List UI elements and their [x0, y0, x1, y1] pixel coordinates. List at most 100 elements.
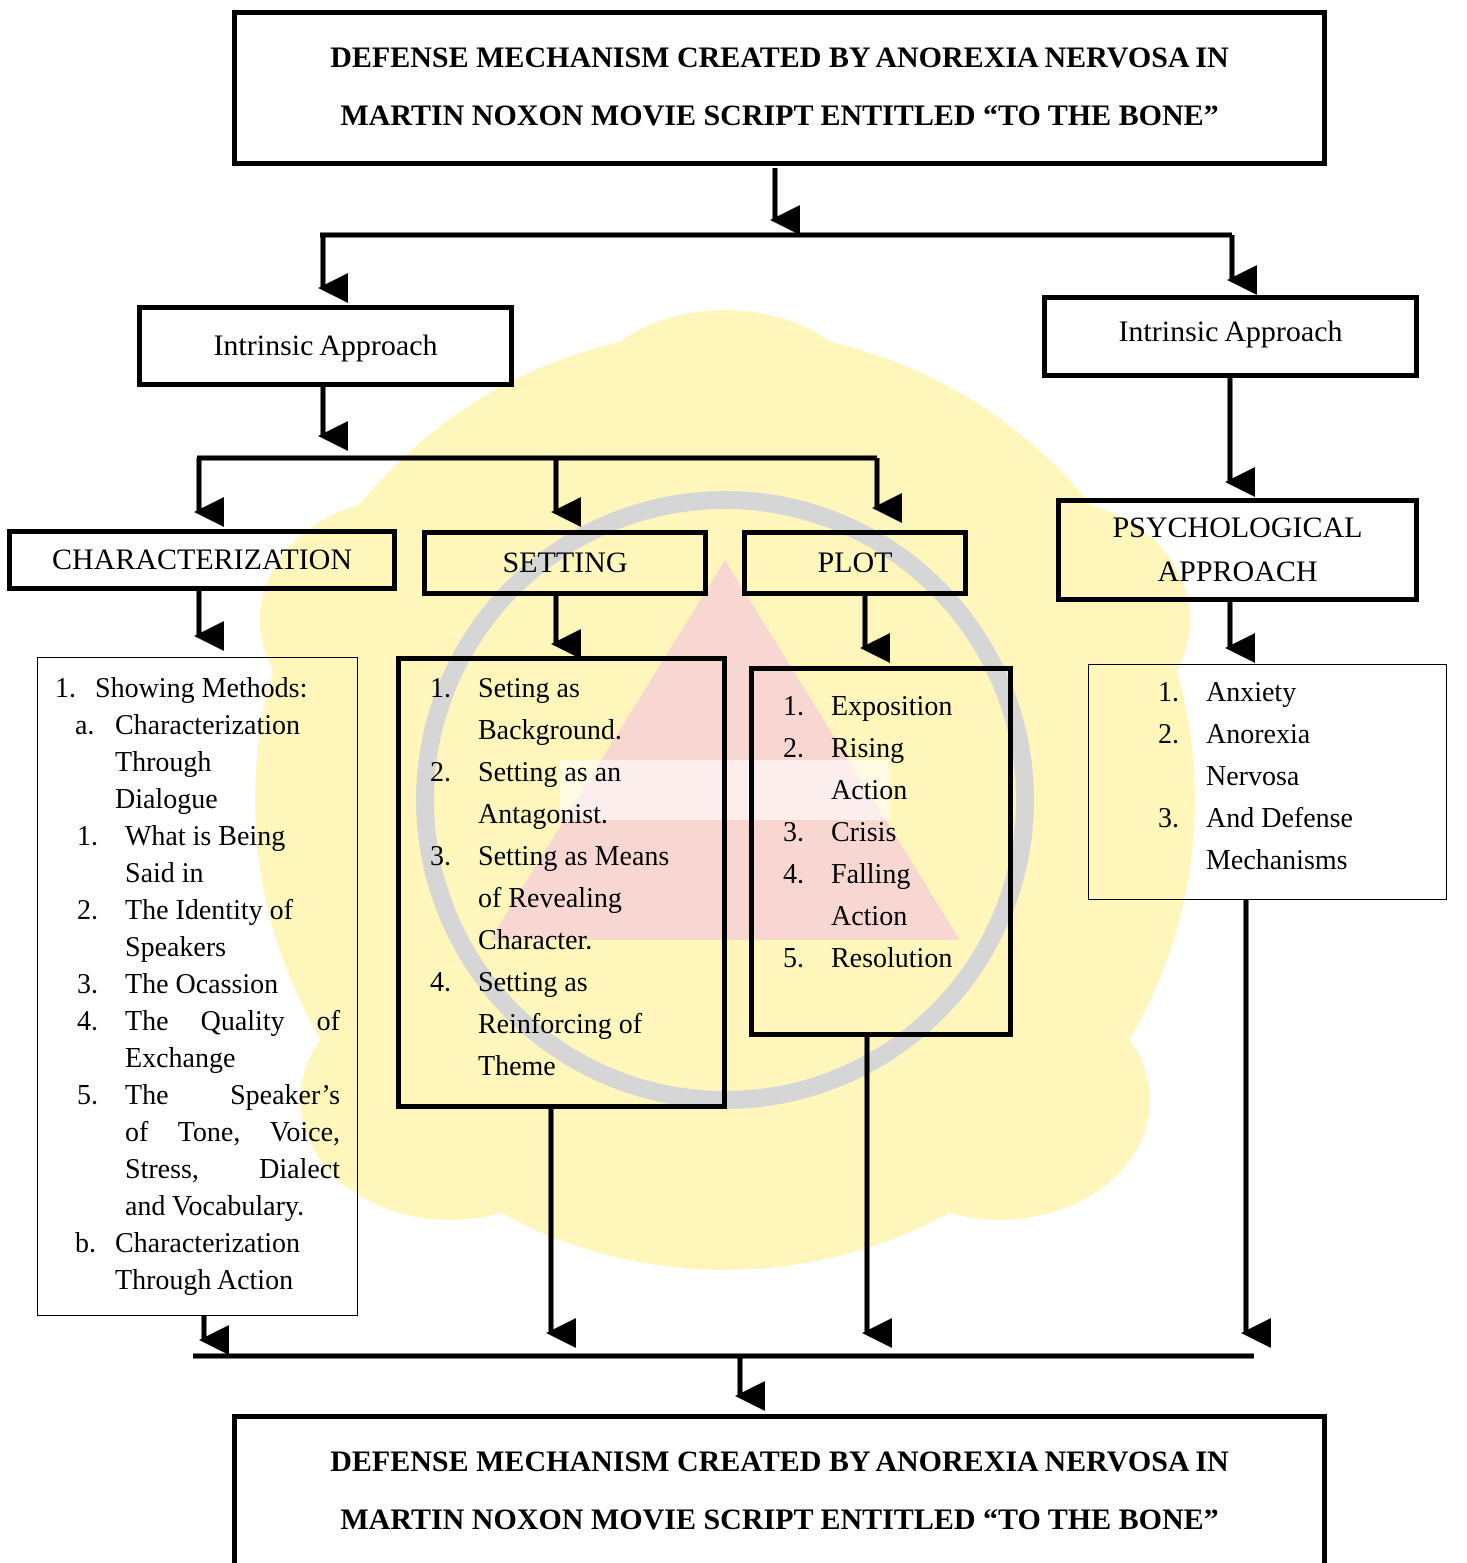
list-number: 3. [77, 969, 98, 1000]
list-line: And Defense [1206, 803, 1353, 834]
list-number: 2. [77, 895, 98, 926]
list-item: 3. The Ocassion [55, 966, 340, 1003]
list-number: 5. [77, 1080, 98, 1111]
list-item: 1. Anxiety [1158, 672, 1438, 714]
list-item: 3. Setting as Means of Revealing Charact… [430, 836, 715, 962]
list-line: Character. [478, 925, 593, 956]
list-item: 2. Anorexia Nervosa [1158, 714, 1438, 798]
psychological-list-box [1088, 664, 1447, 900]
list-line: Stress, Dialect [125, 1154, 340, 1185]
setting-list: 1. Seting as Background. 2. Setting as a… [430, 668, 715, 1088]
list-item: 2. The Identity of Speakers [55, 892, 340, 966]
list-line: Falling [831, 859, 911, 890]
list-line: Exposition [831, 691, 953, 722]
list-line: Setting as [478, 967, 588, 998]
list-line: Through [115, 747, 212, 778]
plot-label: PLOT [817, 546, 893, 579]
setting-label: SETTING [502, 546, 628, 579]
characterization-list-box [37, 657, 358, 1316]
top-title-box: DEFENSE MECHANISM CREATED BY ANOREXIA NE… [232, 10, 1327, 166]
list-line: Action [831, 775, 908, 806]
list-line: Dialogue [115, 784, 218, 815]
list-item: 2. Setting as an Antagonist. [430, 752, 715, 836]
list-item: b. Characterization Through Action [55, 1225, 340, 1299]
list-item: 5. The Speaker’s of Tone, Voice, Stress,… [55, 1077, 340, 1225]
list-line: of Revealing [478, 883, 622, 914]
list-line: Seting as [478, 673, 580, 704]
list-number: 3. [783, 817, 804, 848]
list-line: Rising [831, 733, 905, 764]
intrinsic-approach-left-box: Intrinsic Approach [137, 305, 514, 387]
list-line: Reinforcing of [478, 1009, 643, 1040]
list-item: a. Characterization Through Dialogue [55, 707, 340, 818]
list-line: The Identity of [125, 895, 293, 926]
list-line: Anorexia [1206, 719, 1311, 750]
list-number: 2. [1158, 719, 1179, 750]
plot-box: PLOT [742, 530, 968, 596]
list-line: Setting as an [478, 757, 622, 788]
list-line: Theme [478, 1051, 556, 1082]
list-item: 4. Setting as Reinforcing of Theme [430, 962, 715, 1088]
list-number: 4. [430, 967, 451, 998]
showing-methods-heading: Showing Methods: [95, 673, 308, 704]
list-line: Action [831, 901, 908, 932]
list-item: 3. Crisis [783, 812, 1008, 854]
characterization-label: CHARACTERIZATION [52, 543, 352, 576]
characterization-list: 1. Showing Methods: a. Characterization … [55, 670, 340, 1299]
intrinsic-approach-left-label: Intrinsic Approach [213, 329, 438, 362]
list-item: 1. What is Being Said in [55, 818, 340, 892]
psychological-list: 1. Anxiety 2. Anorexia Nervosa 3. And De… [1158, 672, 1438, 882]
list-item: 3. And Defense Mechanisms [1158, 798, 1438, 882]
list-line: and Vocabulary. [125, 1191, 305, 1222]
list-marker: b. [75, 1228, 96, 1259]
list-line: Resolution [831, 943, 953, 974]
intrinsic-approach-right-label: Intrinsic Approach [1118, 315, 1343, 348]
list-item: 5. Resolution [783, 938, 1008, 980]
plot-list: 1. Exposition 2. Rising Action 3. Crisis… [783, 686, 1008, 980]
list-item: 4. The Quality of Exchange [55, 1003, 340, 1077]
list-line: Characterization [115, 710, 301, 741]
list-line: Exchange [125, 1043, 236, 1074]
list-line: What is Being [125, 821, 286, 852]
bottom-title-line-1: DEFENSE MECHANISM CREATED BY ANOREXIA NE… [330, 1445, 1229, 1478]
list-number: 2. [430, 757, 451, 788]
characterization-box: CHARACTERIZATION [7, 529, 397, 591]
list-line: The Quality of [125, 1006, 340, 1037]
list-item: 1. Seting as Background. [430, 668, 715, 752]
list-number: 4. [783, 859, 804, 890]
intrinsic-approach-right-box: Intrinsic Approach [1042, 295, 1419, 378]
list-marker: a. [75, 710, 95, 741]
bottom-title-box: DEFENSE MECHANISM CREATED BY ANOREXIA NE… [232, 1414, 1327, 1563]
list-line: Crisis [831, 817, 897, 848]
psychological-label-line-1: PSYCHOLOGICAL [1112, 511, 1363, 544]
list-line: Mechanisms [1206, 845, 1348, 876]
psychological-approach-box: PSYCHOLOGICAL APPROACH [1056, 498, 1419, 602]
list-number: 1. [55, 673, 76, 704]
list-number: 2. [783, 733, 804, 764]
list-number: 4. [77, 1006, 98, 1037]
top-title-line-1: DEFENSE MECHANISM CREATED BY ANOREXIA NE… [330, 41, 1229, 74]
list-number: 1. [77, 821, 98, 852]
list-item: 1. Exposition [783, 686, 1008, 728]
list-line: Setting as Means [478, 841, 670, 872]
list-line: The Speaker’s [125, 1080, 340, 1111]
list-line: of Tone, Voice, [125, 1117, 340, 1148]
list-number: 1. [783, 691, 804, 722]
list-line: Background. [478, 715, 622, 746]
setting-box: SETTING [422, 530, 708, 596]
list-item: 1. Showing Methods: [55, 670, 340, 707]
list-line: Nervosa [1206, 761, 1300, 792]
top-title-line-2: MARTIN NOXON MOVIE SCRIPT ENTITLED “TO T… [340, 99, 1219, 132]
list-number: 3. [430, 841, 451, 872]
bottom-title-line-2: MARTIN NOXON MOVIE SCRIPT ENTITLED “TO T… [340, 1503, 1219, 1536]
list-line: Characterization [115, 1228, 301, 1259]
list-line: The Ocassion [125, 969, 279, 1000]
list-item: 4. Falling Action [783, 854, 1008, 938]
list-number: 5. [783, 943, 804, 974]
list-number: 3. [1158, 803, 1179, 834]
list-number: 1. [1158, 677, 1179, 708]
plot-list-box [749, 666, 1013, 1037]
list-line: Speakers [125, 932, 227, 963]
psychological-label-line-2: APPROACH [1157, 555, 1318, 588]
